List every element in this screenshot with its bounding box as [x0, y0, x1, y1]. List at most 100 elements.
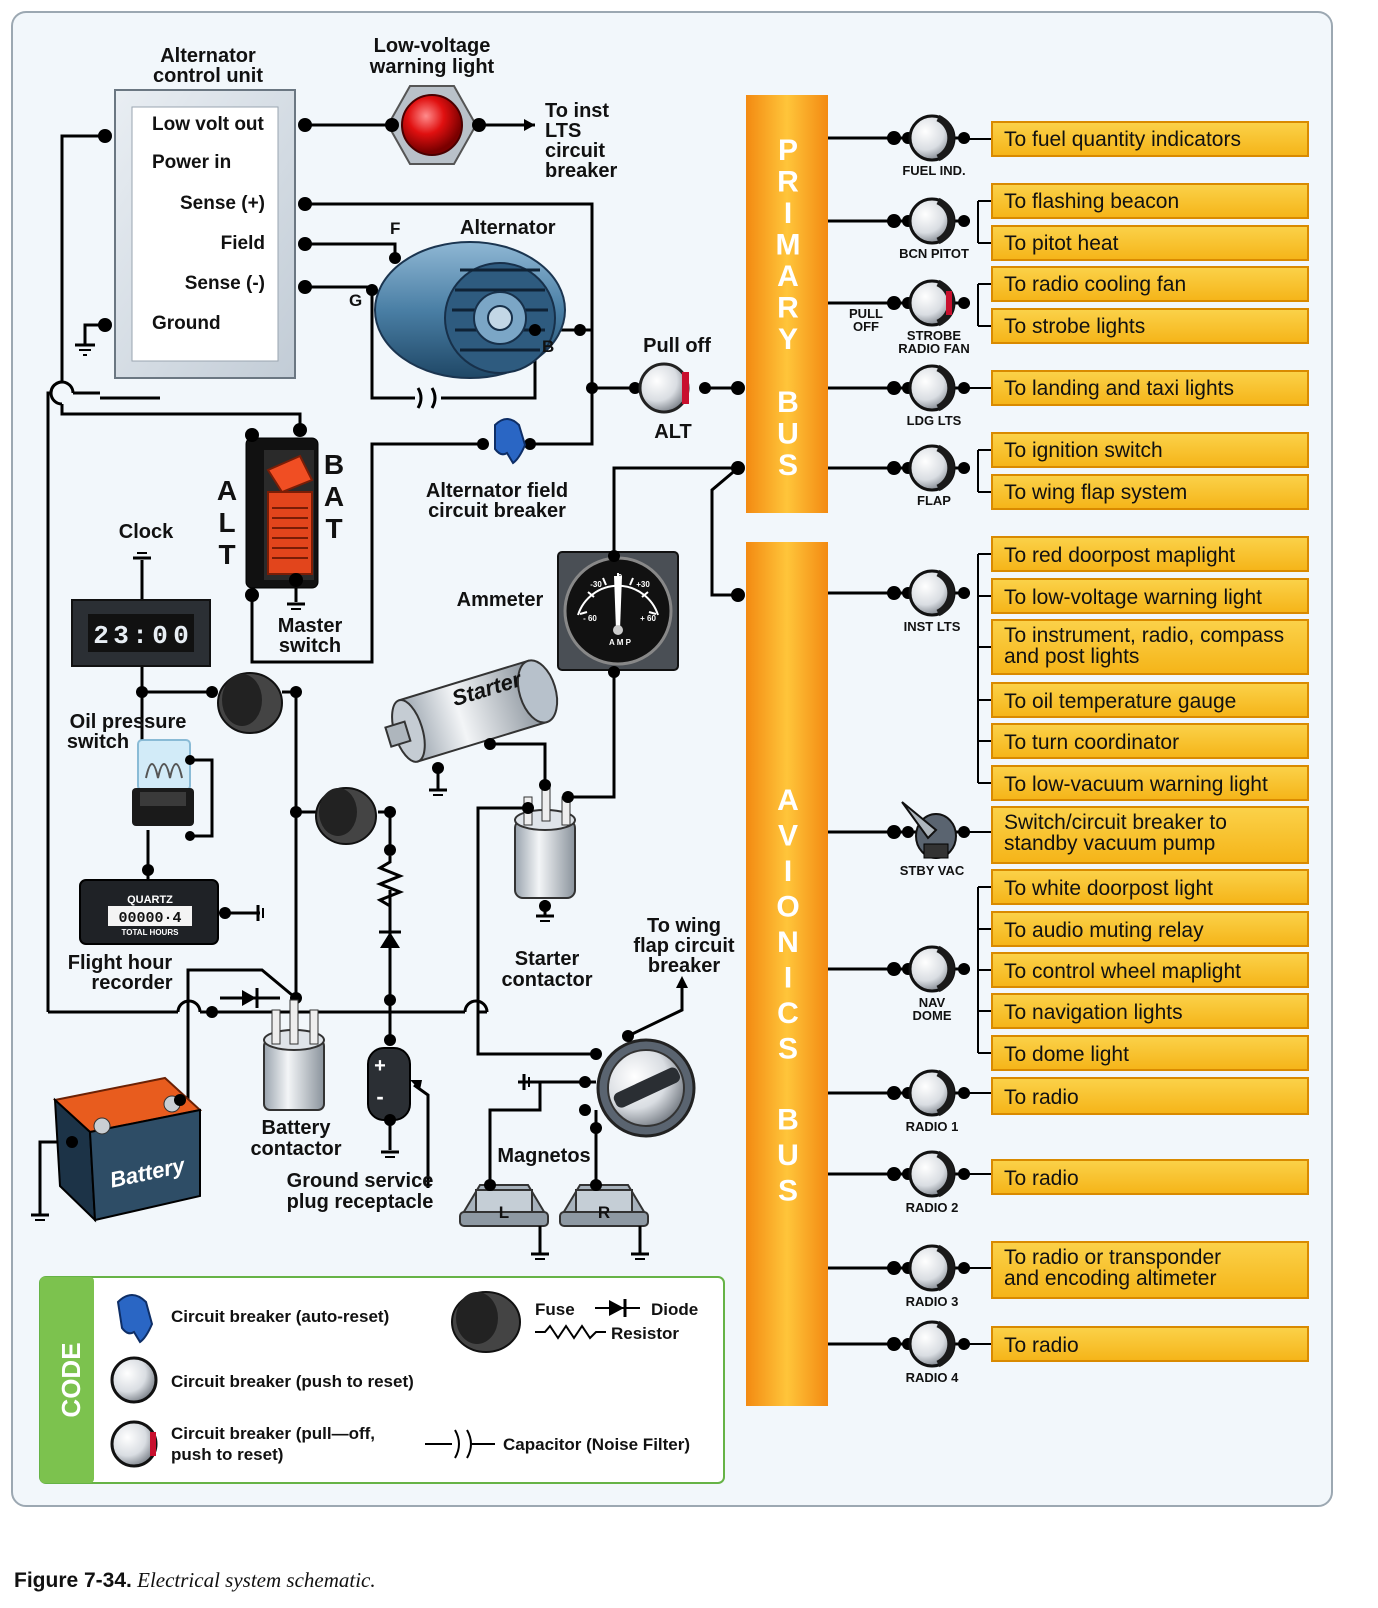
starter: Starter: [384, 659, 559, 796]
pull-label: PULL: [849, 306, 883, 321]
bus-letter: M: [776, 229, 801, 262]
noise-filter-capacitor: [416, 387, 437, 409]
bus-letter: S: [778, 449, 798, 482]
bus-letter: R: [777, 166, 799, 199]
legend-cb-push: Circuit breaker (push to reset): [171, 1372, 414, 1391]
destination-label: To low-voltage warning light: [1004, 586, 1262, 609]
acu-terminal-power-in: Power in: [152, 152, 231, 173]
destination-label: To fuel quantity indicators: [1004, 128, 1241, 151]
destination-label: To landing and taxi lights: [1004, 377, 1234, 400]
destination-box: [991, 474, 1309, 510]
flight-hour-recorder: QUARTZ 00000·4 TOTAL HOURS Flight hour r…: [68, 879, 264, 994]
bus-letter: C: [777, 997, 799, 1030]
legend-resistor: Resistor: [611, 1324, 679, 1343]
clock-digit-4: 0: [173, 621, 189, 651]
destination-box: [991, 1077, 1309, 1115]
destination-box: [991, 911, 1309, 947]
destination-box: [991, 536, 1309, 572]
magnetos: Magnetos L R: [459, 1145, 649, 1260]
hour-meter-digits: 00000·4: [118, 910, 181, 927]
flight-hour-label-1: Flight hour: [68, 952, 173, 974]
acu-title-line2: control unit: [153, 65, 263, 87]
alternator-label: Alternator: [460, 217, 556, 239]
wing-flap-cb-3: breaker: [648, 955, 720, 977]
destination-box: [991, 1241, 1309, 1299]
legend-cb-pull-2: push to reset): [171, 1445, 283, 1464]
alt-pull-off-breaker[interactable]: Pull off ALT: [586, 335, 745, 443]
master-alt-a: A: [217, 475, 237, 506]
breaker-label: RADIO 2: [906, 1200, 959, 1215]
flight-hour-label-2: recorder: [91, 972, 172, 994]
master-switch-label-2: switch: [279, 635, 341, 657]
destination-box: [991, 308, 1309, 344]
bus-letter: Y: [778, 323, 798, 356]
ammeter-label: Ammeter: [457, 589, 544, 611]
destination-label: To radio: [1004, 1167, 1079, 1190]
ammeter-scale-n30: -30: [590, 580, 602, 589]
figure-caption: Figure 7-34. Electrical system schematic…: [14, 1568, 376, 1593]
bus-letter: S: [778, 1175, 798, 1208]
master-switch[interactable]: A L T B A T Master switch: [217, 423, 344, 657]
bus-letter: S: [778, 1033, 798, 1066]
to-inst-lts-1: To inst: [545, 100, 609, 122]
breaker-label: STBY VAC: [900, 863, 965, 878]
warning-lamp-icon: [401, 94, 463, 156]
bus-letter: I: [784, 855, 792, 888]
ground-service-plug-receptacle: + - Ground service plug receptacle: [287, 1034, 433, 1213]
destination-box: [991, 1326, 1309, 1362]
legend-title: CODE: [56, 1342, 86, 1417]
breaker-label: FLAP: [917, 493, 951, 508]
oil-pressure-label-2: switch: [67, 731, 129, 753]
alternator-terminal-b: B: [542, 337, 554, 356]
pull-off-label: Pull off: [643, 335, 711, 357]
acu-terminal-field: Field: [221, 233, 265, 254]
destination-label: To radio or transponder: [1004, 1246, 1221, 1269]
breaker-label: FUEL IND.: [902, 163, 965, 178]
master-bat-a: A: [324, 481, 344, 512]
destination-box: [991, 370, 1309, 406]
bus-letter: B: [777, 386, 799, 419]
battery-contactor-label-2: contactor: [250, 1138, 341, 1160]
master-bat-t: T: [325, 513, 342, 544]
destination-box: [991, 993, 1309, 1029]
bus-letter: B: [777, 1104, 799, 1137]
alternator-control-unit: Alternator control unit Low volt out Pow…: [75, 45, 312, 379]
destination-box: [991, 578, 1309, 614]
legend-fuse: Fuse: [535, 1300, 575, 1319]
ammeter-scale-n60: - 60: [583, 614, 597, 623]
ignition-switch[interactable]: [522, 1030, 696, 1138]
master-bat-b: B: [324, 449, 344, 480]
legend-cb-auto: Circuit breaker (auto-reset): [171, 1307, 389, 1326]
warning-light-label-1: Low-voltage: [374, 35, 491, 57]
to-inst-lts-4: breaker: [545, 160, 617, 182]
bus-letter: P: [778, 134, 798, 167]
bus-letter: I: [784, 197, 792, 230]
destination-box: [991, 432, 1309, 468]
bus-letter: U: [777, 418, 799, 451]
figure-number: Figure 7-34.: [14, 1569, 132, 1592]
destination-label: To turn coordinator: [1004, 731, 1179, 754]
magneto-left: L: [459, 1179, 549, 1260]
bus-letter: U: [777, 1139, 799, 1172]
breaker-label: RADIO 4: [906, 1370, 960, 1385]
magneto-l-label: L: [499, 1203, 509, 1222]
hour-meter-sub: TOTAL HOURS: [122, 928, 180, 937]
destination-label: To audio muting relay: [1004, 919, 1204, 942]
alternator-field-cb[interactable]: Alternator field circuit breaker: [426, 418, 568, 522]
destination-label: To instrument, radio, compass: [1004, 624, 1284, 647]
legend-capacitor-icon: [425, 1429, 495, 1459]
battery-contactor-label-1: Battery: [262, 1117, 332, 1139]
acu-terminal-low-volt-out: Low volt out: [152, 114, 265, 135]
breaker-label: NAV: [919, 995, 946, 1010]
ammeter-scale-p30: +30: [636, 580, 650, 589]
bus-letter: N: [777, 926, 799, 959]
destination-box: [991, 619, 1309, 675]
magneto-right: R: [559, 1179, 649, 1260]
destination-label: To pitot heat: [1004, 232, 1119, 255]
alt-label: ALT: [654, 421, 691, 443]
off-label: OFF: [853, 319, 879, 334]
destination-label: To ignition switch: [1004, 439, 1163, 462]
hour-meter-brand: QUARTZ: [127, 894, 173, 906]
